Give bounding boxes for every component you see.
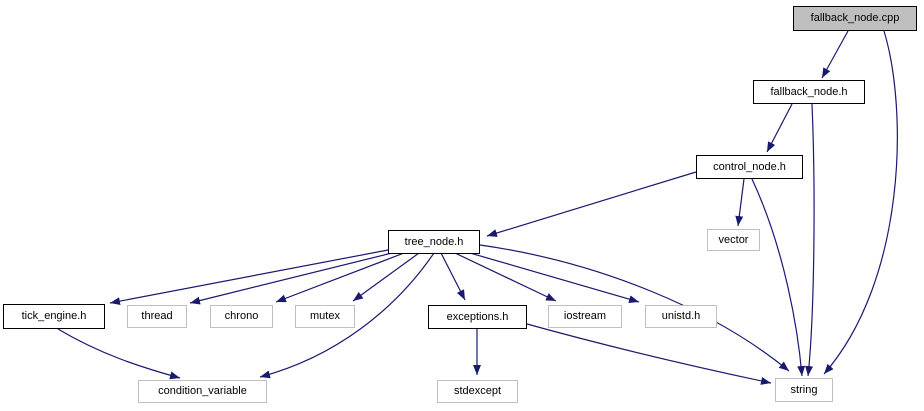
edge-exceptions_h-to-string — [526, 323, 772, 385]
edge-control_node_h-to-string — [751, 178, 806, 377]
edge-tree_node_h-to-chrono — [275, 252, 405, 303]
edge-tree_node_h-to-iostream — [454, 252, 557, 302]
node-stdexcept: stdexcept — [437, 380, 518, 403]
edge-tree_node_h-to-unistd_h — [469, 252, 640, 304]
node-condition-variable: condition_variable — [138, 380, 267, 403]
node-tree-node-h[interactable]: tree_node.h — [388, 230, 480, 254]
node-chrono: chrono — [210, 305, 273, 328]
edge-tree_node_h-to-condition_variable — [259, 252, 435, 379]
node-thread: thread — [127, 305, 187, 328]
edge-tree_node_h-to-exceptions_h — [440, 252, 466, 301]
edge-tree_node_h-to-mutex — [352, 252, 420, 302]
edge-fallback_node_h-to-control_node_h — [766, 103, 793, 153]
node-mutex: mutex — [295, 305, 355, 328]
edge-tree_node_h-to-string — [479, 244, 790, 372]
edge-tree_node_h-to-tick_engine_h — [109, 249, 389, 306]
node-vector: vector — [707, 229, 760, 251]
edge-control_node_h-to-vector — [735, 178, 745, 227]
node-tick-engine-h[interactable]: tick_engine.h — [3, 304, 105, 329]
node-control-node-h[interactable]: control_node.h — [696, 155, 803, 179]
node-string: string — [775, 378, 833, 402]
node-fallback-node-h[interactable]: fallback_node.h — [753, 80, 865, 104]
edge-control_node_h-to-tree_node_h — [486, 171, 697, 237]
edge-fallback_node_cpp-to-string — [823, 30, 898, 375]
edge-tick_engine_h-to-condition_variable — [57, 328, 181, 380]
edge-fallback_node_cpp-to-fallback_node_h — [821, 30, 849, 79]
node-iostream: iostream — [548, 305, 622, 328]
node-unistd-h: unistd.h — [645, 305, 717, 328]
node-fallback-node-cpp: fallback_node.cpp — [793, 6, 917, 31]
edge-fallback_node_h-to-string — [805, 103, 815, 377]
node-exceptions-h[interactable]: exceptions.h — [428, 305, 527, 329]
edge-tree_node_h-to-thread — [189, 252, 393, 305]
